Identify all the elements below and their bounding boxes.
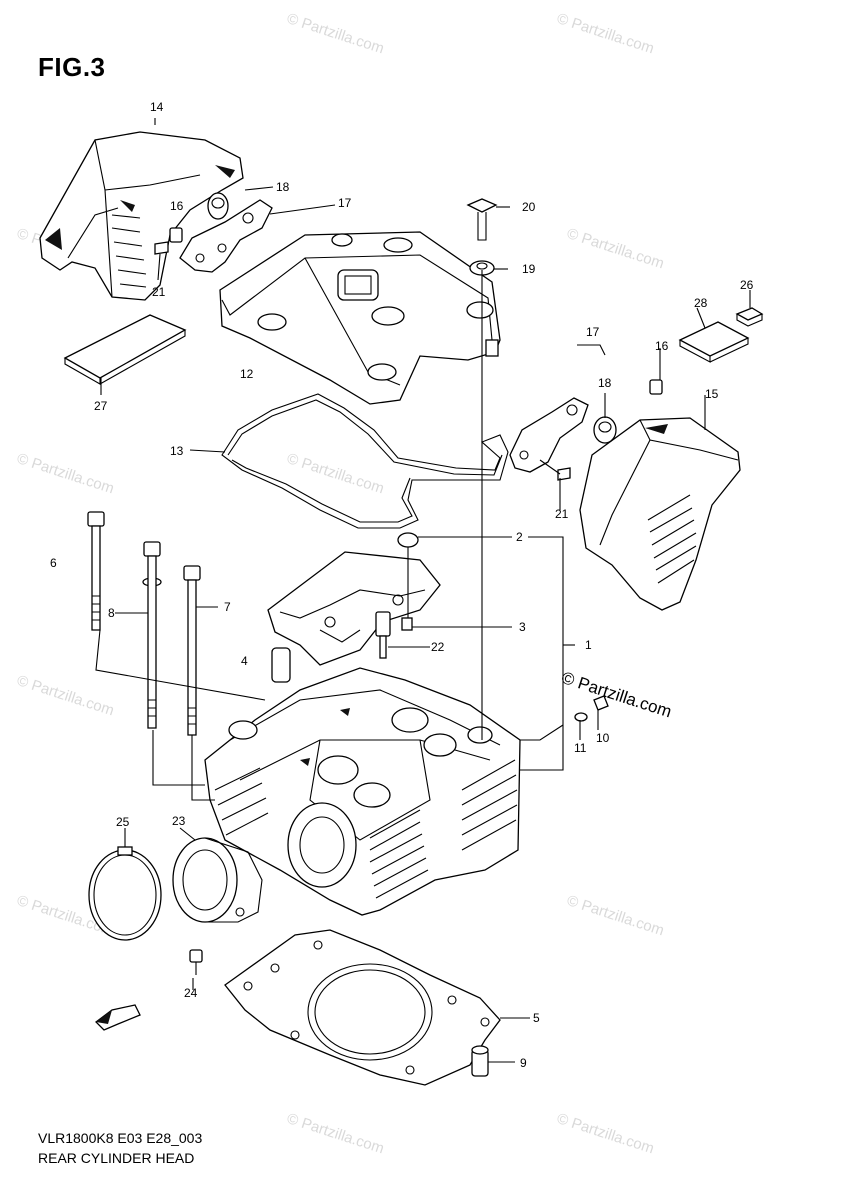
part-13-cover-gasket [221, 393, 509, 529]
part-22-spark-plug [375, 611, 391, 659]
part-18-grommet-right [593, 416, 617, 444]
callout-9: 9 [520, 1056, 527, 1070]
callout-19: 19 [522, 262, 536, 276]
part-7-bolt [183, 565, 201, 736]
callout-20: 20 [522, 200, 536, 214]
callout-14: 14 [150, 100, 164, 114]
callout-21-right: 21 [555, 507, 569, 521]
callout-17: 17 [338, 196, 352, 210]
callout-18: 18 [276, 180, 290, 194]
part-8-bolt [142, 541, 162, 729]
part-5-head-gasket [224, 929, 501, 1086]
part-27-pad [63, 314, 187, 385]
callout-24: 24 [184, 986, 198, 1000]
part-4-dowel [271, 647, 291, 683]
callout-8: 8 [108, 606, 115, 620]
part-16-bolt-right [649, 379, 663, 395]
callout-6: 6 [50, 556, 57, 570]
callout-25: 25 [116, 815, 130, 829]
part-20-bolt [466, 198, 498, 241]
callout-17-right: 17 [586, 325, 600, 339]
part-28-pad [678, 321, 750, 363]
callout-7: 7 [224, 600, 231, 614]
callout-23: 23 [172, 814, 186, 828]
part-23-intake-pipe [172, 837, 263, 923]
callout-28: 28 [694, 296, 708, 310]
callout-10: 10 [596, 731, 610, 745]
part-11-washer [574, 712, 588, 722]
fwd-arrow-icon [95, 1004, 141, 1031]
part-12-cylinder-head-cover [219, 231, 501, 405]
part-19-washer [469, 260, 495, 276]
callout-16: 16 [170, 199, 184, 213]
callout-27: 27 [94, 399, 108, 413]
part-15-head-cover-right [579, 417, 741, 611]
part-2-cap [397, 532, 419, 548]
part-1-cylinder-head [204, 667, 521, 916]
callout-3: 3 [519, 620, 526, 634]
callout-11: 11 [574, 741, 587, 755]
part-10-fitting [593, 695, 609, 711]
part-25-clamp [88, 846, 162, 941]
part-3-dowel [401, 617, 413, 631]
callout-4: 4 [241, 654, 248, 668]
part-21-screw-right [539, 459, 571, 481]
part-26-pad [735, 307, 764, 327]
part-21-screw-left [154, 241, 169, 281]
callout-18-right: 18 [598, 376, 612, 390]
callout-5: 5 [533, 1011, 540, 1025]
leader-lines [95, 118, 751, 1063]
camshaft-holder [267, 551, 441, 666]
figure-title: FIG.3 [38, 52, 106, 82]
part-17-bracket-right [509, 397, 589, 473]
part-16-bolt-left [169, 227, 183, 243]
callout-16-right: 16 [655, 339, 669, 353]
callout-2: 2 [516, 530, 523, 544]
part-9-dowel [471, 1045, 489, 1077]
callout-15: 15 [705, 387, 719, 401]
part-17-bracket-left [179, 199, 273, 273]
part-24-screw [189, 949, 203, 975]
callout-labels: 14 18 17 16 21 20 19 26 28 27 12 17 16 1… [50, 100, 754, 1070]
callout-13: 13 [170, 444, 184, 458]
callout-22: 22 [431, 640, 445, 654]
callout-21: 21 [152, 285, 166, 299]
callout-1: 1 [585, 638, 592, 652]
part-18-grommet-left [207, 192, 229, 220]
callout-12: 12 [240, 367, 254, 381]
model-code-caption: VLR1800K8 E03 E28_003 [38, 1130, 203, 1146]
callout-26: 26 [740, 278, 754, 292]
section-name-caption: REAR CYLINDER HEAD [38, 1150, 195, 1166]
part-6-bolt [87, 511, 105, 631]
